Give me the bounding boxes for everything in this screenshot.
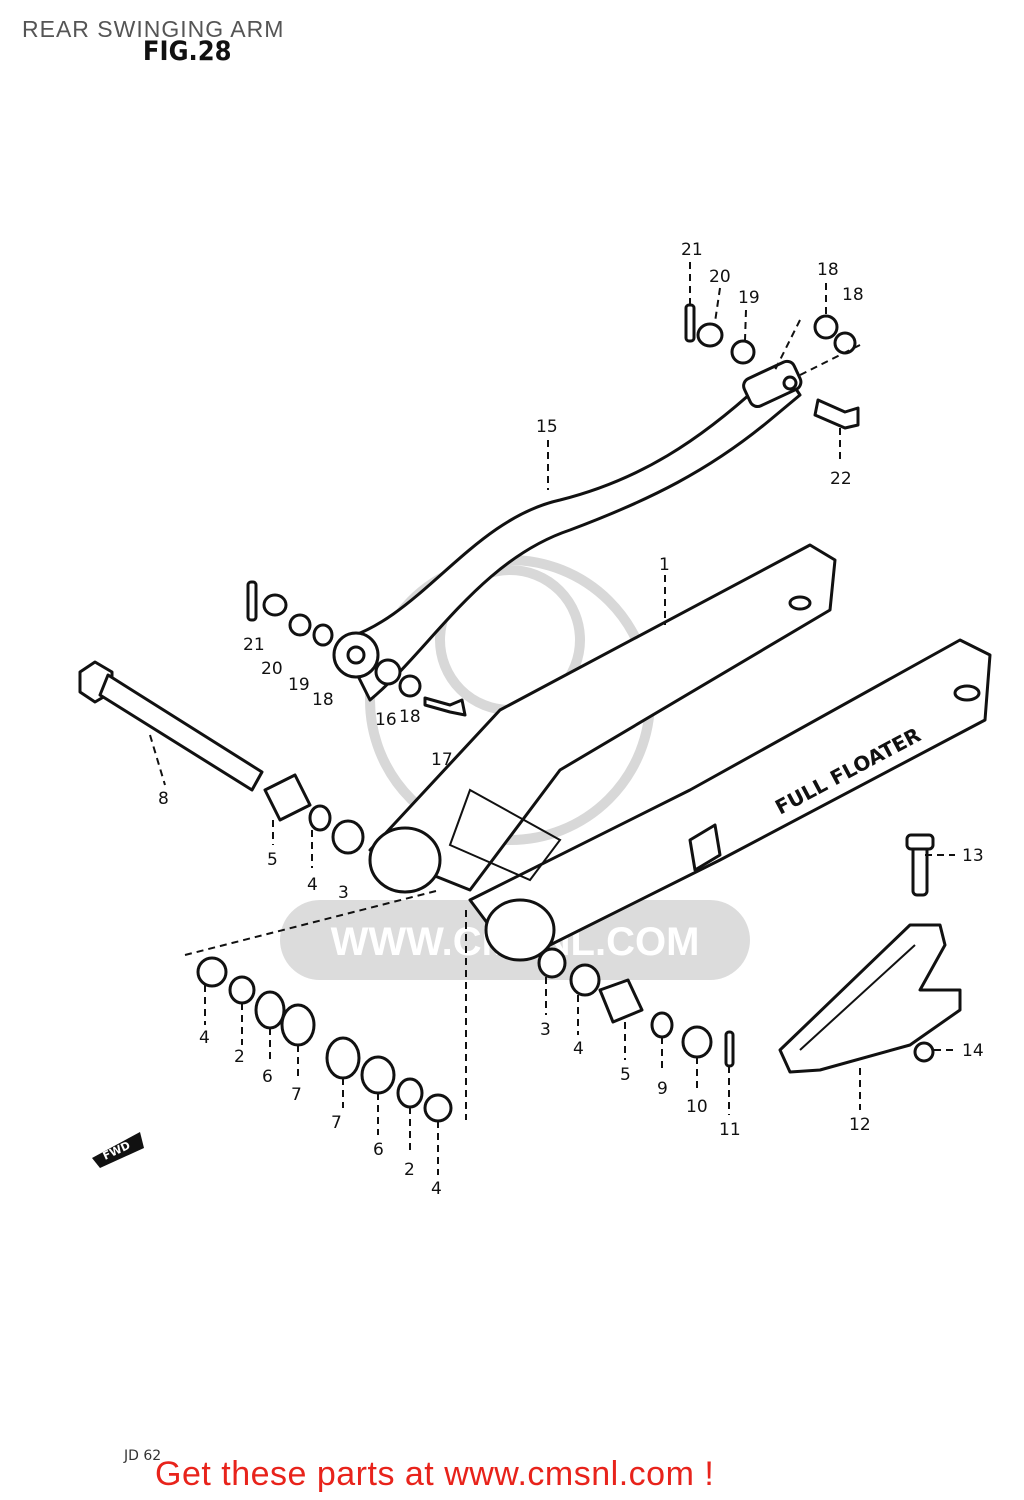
callout-4: 4: [199, 1028, 210, 1048]
callout-22: 22: [830, 469, 852, 489]
callout-21: 21: [681, 240, 703, 260]
swinging-arm: FULL FLOATER: [368, 543, 992, 962]
chain-guard: [778, 923, 962, 1074]
callout-8: 8: [158, 789, 169, 809]
callout-21: 21: [243, 635, 265, 655]
callout-15: 15: [536, 417, 558, 437]
callout-18: 18: [842, 285, 864, 305]
callout-3: 3: [338, 883, 349, 903]
callout-4: 4: [307, 875, 318, 895]
callout-3: 3: [540, 1020, 551, 1040]
leader-lines: [149, 262, 955, 1175]
callout-11: 11: [719, 1120, 741, 1140]
callout-18: 18: [817, 260, 839, 280]
callout-13: 13: [962, 846, 984, 866]
callout-4: 4: [573, 1039, 584, 1059]
callout-7: 7: [331, 1113, 342, 1133]
callout-19: 19: [738, 288, 760, 308]
figure-label: FIG.28: [142, 36, 232, 67]
callout-14: 14: [962, 1041, 984, 1061]
callout-6: 6: [262, 1067, 273, 1087]
footer-link-text[interactable]: Get these parts at www.cmsnl.com !: [155, 1455, 715, 1493]
callout-7: 7: [291, 1085, 302, 1105]
callout-1: 1: [659, 555, 670, 575]
callout-19: 19: [288, 675, 310, 695]
callout-17: 17: [431, 750, 453, 770]
callout-20: 20: [261, 659, 283, 679]
callout-18: 18: [399, 707, 421, 727]
torque-link: [332, 359, 803, 702]
callout-5: 5: [267, 850, 278, 870]
callout-2: 2: [404, 1160, 415, 1180]
pivot-bolt: [78, 660, 264, 792]
callout-10: 10: [686, 1097, 708, 1117]
fwd-marker: FWD: [92, 1132, 144, 1168]
callout-4: 4: [431, 1179, 442, 1199]
small-parts: [196, 303, 935, 1123]
callout-18: 18: [312, 690, 334, 710]
callout-6: 6: [373, 1140, 384, 1160]
callout-16: 16: [375, 710, 397, 730]
callouts: 1 2 2 3 3 4 4 4 4 5 5 6 6 7 7 8 9 10 11 …: [158, 240, 984, 1199]
callout-2: 2: [234, 1047, 245, 1067]
callout-20: 20: [709, 267, 731, 287]
callout-5: 5: [620, 1065, 631, 1085]
callout-9: 9: [657, 1079, 668, 1099]
page-title: REAR SWINGING ARM: [22, 16, 285, 42]
corner-code: JD 62: [123, 1448, 161, 1464]
callout-12: 12: [849, 1115, 871, 1135]
